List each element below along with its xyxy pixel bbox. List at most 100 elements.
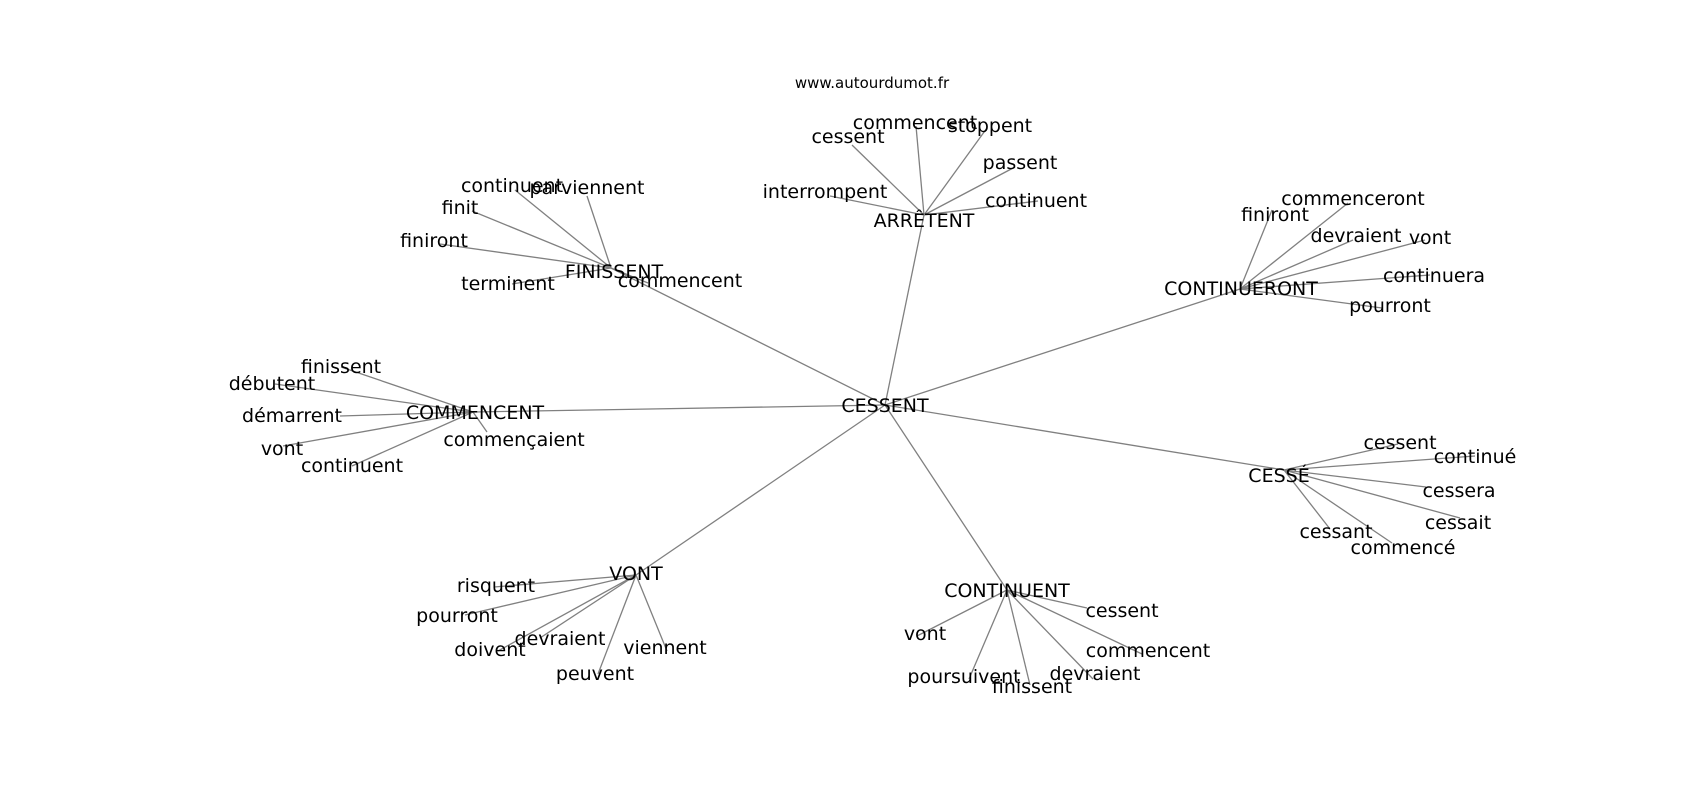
edge-continueront-leaf-3	[1239, 239, 1426, 290]
leaf-node-continuent-1: vont	[904, 623, 946, 645]
edge-continueront-leaf-1	[1239, 202, 1349, 290]
edge-finissent-leaf-4	[511, 267, 612, 285]
edge-cesse-leaf-1	[1283, 455, 1476, 471]
leaf-node-cesse-0: cessent	[1363, 432, 1436, 454]
edge-root-cesse	[884, 404, 1285, 471]
leaf-node-commencent-0: finissent	[301, 356, 381, 378]
edge-finissent-leaf-2	[471, 210, 612, 269]
edge-arretent-leaf-2	[923, 127, 988, 216]
leaf-node-continueront-2: devraient	[1311, 225, 1402, 247]
edge-finissent-leaf-1	[586, 195, 612, 269]
leaf-node-continuent-3: poursuivent	[907, 666, 1020, 688]
leaf-node-cesse-2: cessera	[1422, 480, 1495, 502]
leaf-node-finissent-0: continuent	[461, 175, 563, 197]
leaf-node-commencent-5: commençaient	[443, 429, 584, 451]
edge-continuent-leaf-0	[1006, 589, 1088, 609]
leaf-node-arretent-3: passent	[983, 152, 1058, 174]
leaf-node-arretent-5: continuent	[985, 190, 1087, 212]
leaf-node-cesse-3: cessait	[1425, 512, 1491, 534]
edge-arretent-leaf-5	[923, 200, 1039, 216]
leaf-node-finissent-1: parviennent	[530, 177, 645, 199]
leaf-node-finissent-5: commencent	[618, 270, 742, 292]
leaf-node-arretent-4: interrompent	[763, 181, 888, 203]
leaf-node-vont-5: peuvent	[556, 663, 634, 685]
edge-vont-leaf-3	[497, 574, 637, 652]
edge-continuent-leaf-3	[968, 589, 1008, 680]
leaf-node-continueront-0: finiront	[1241, 204, 1309, 226]
leaf-node-commencent-2: démarrent	[242, 405, 342, 427]
leaf-node-continuent-5: finissent	[992, 676, 1072, 698]
leaf-node-commencent-4: continuent	[301, 455, 403, 477]
leaf-node-arretent-0: cessent	[811, 126, 884, 148]
edge-continuent-leaf-5	[1006, 589, 1031, 686]
edge-continueront-leaf-0	[1239, 209, 1273, 290]
source-url: www.autourdumot.fr	[795, 74, 950, 92]
leaf-node-vont-0: risquent	[457, 575, 535, 597]
leaf-node-vont-3: doivent	[454, 639, 525, 661]
leaf-node-continueront-5: pourront	[1349, 295, 1431, 317]
edge-finissent-leaf-0	[514, 189, 612, 269]
edge-cesse-leaf-0	[1283, 443, 1399, 471]
edge-continuent-leaf-4	[1006, 589, 1094, 680]
edge-root-vont	[635, 404, 886, 576]
edge-cesse-leaf-5	[1283, 469, 1393, 544]
hub-node-commencent: COMMENCENT	[406, 402, 545, 424]
edge-commencent-leaf-3	[282, 411, 474, 447]
leaf-node-cesse-4: cessant	[1299, 521, 1372, 543]
edge-cesse-leaf-2	[1283, 469, 1427, 488]
leaf-node-commencent-3: vont	[261, 438, 303, 460]
edge-finissent-leaf-5	[610, 267, 649, 284]
edge-continuent-leaf-2	[1006, 589, 1143, 655]
leaf-node-arretent-2: stoppent	[948, 115, 1032, 137]
edge-commencent-leaf-2	[339, 411, 474, 417]
edge-continueront-leaf-5	[1239, 288, 1383, 309]
edge-vont-leaf-4	[635, 574, 668, 652]
leaf-node-continuent-2: commencent	[1086, 640, 1210, 662]
edge-root-arretent	[884, 214, 925, 406]
edge-root-commencent	[472, 404, 886, 413]
edge-arretent-leaf-0	[851, 144, 925, 216]
edge-arretent-leaf-1	[915, 125, 925, 216]
hub-node-finissent: FINISSENT	[565, 261, 664, 283]
hub-node-cesse: CESSÉ	[1248, 464, 1309, 487]
edge-cesse-leaf-4	[1283, 469, 1331, 530]
edge-root-finissent	[610, 267, 886, 406]
leaf-node-finissent-2: finit	[442, 197, 479, 219]
edge-continueront-leaf-4	[1239, 274, 1431, 290]
edge-commencent-leaf-1	[274, 383, 474, 413]
hub-node-continueront: CONTINUERONT	[1164, 278, 1318, 300]
edge-vont-leaf-0	[493, 574, 637, 588]
edge-root-continueront	[884, 288, 1241, 406]
edge-root-continuent	[884, 404, 1008, 591]
leaf-node-continueront-4: continuera	[1383, 265, 1485, 287]
edge-continuent-leaf-1	[916, 589, 1008, 637]
edge-vont-leaf-5	[597, 574, 637, 675]
leaf-node-finissent-4: terminent	[461, 273, 555, 295]
leaf-node-finissent-3: finiront	[400, 230, 468, 252]
edge-commencent-leaf-5	[472, 411, 488, 433]
edges-layer	[274, 125, 1476, 686]
leaf-node-vont-2: devraient	[515, 628, 606, 650]
hub-node-continuent: CONTINUENT	[944, 580, 1070, 602]
edge-finissent-leaf-3	[439, 243, 612, 269]
edge-commencent-leaf-4	[351, 411, 474, 467]
labels-layer: www.autourdumot.fr CESSENTARRÊTENTcessen…	[229, 74, 1517, 698]
edge-arretent-leaf-4	[829, 195, 925, 216]
leaf-node-arretent-1: commencent	[853, 112, 977, 134]
edge-vont-leaf-2	[539, 574, 637, 639]
edge-commencent-leaf-0	[340, 366, 474, 413]
leaf-node-cesse-5: commencé	[1351, 537, 1456, 559]
leaf-node-cesse-1: continué	[1434, 446, 1517, 468]
leaf-node-continueront-3: vont	[1409, 227, 1451, 249]
leaf-node-continuent-0: cessent	[1085, 600, 1158, 622]
root-node: CESSENT	[841, 395, 929, 417]
leaf-node-continuent-4: devraient	[1050, 663, 1141, 685]
leaf-node-vont-4: viennent	[623, 637, 706, 659]
edge-continueront-leaf-2	[1239, 239, 1354, 290]
leaf-node-vont-1: pourront	[416, 605, 498, 627]
leaf-node-commencent-1: débutent	[229, 373, 315, 395]
edge-vont-leaf-1	[464, 574, 637, 616]
hub-node-vont: VONT	[609, 563, 663, 585]
edge-arretent-leaf-3	[923, 166, 1016, 216]
